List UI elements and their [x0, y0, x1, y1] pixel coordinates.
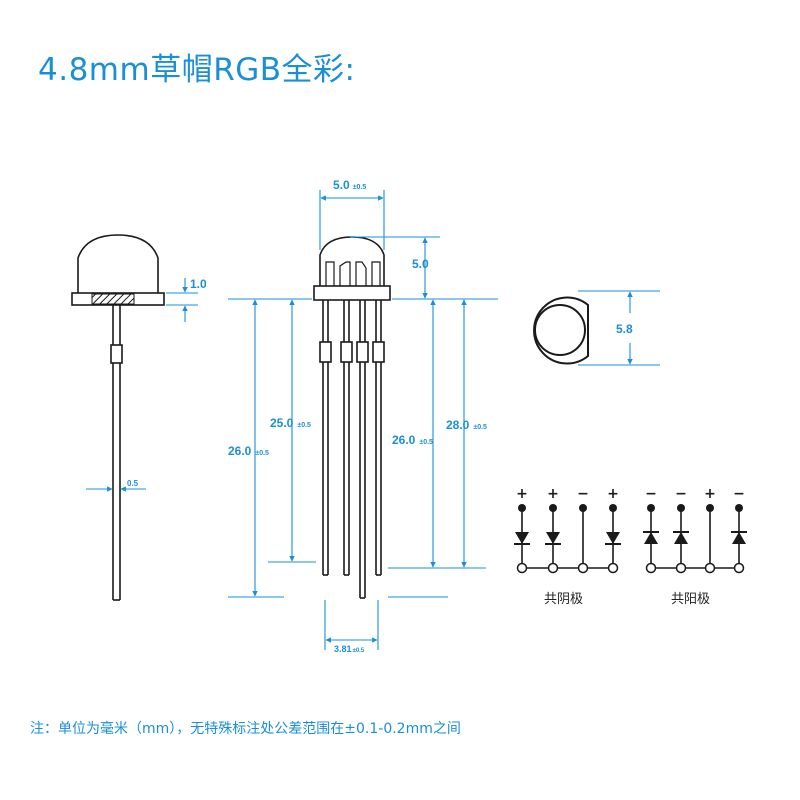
common-cathode-sign-0: + [516, 486, 528, 502]
front-flange [313, 285, 391, 301]
common-cathode-pin-dot-3 [607, 562, 619, 574]
common-cathode-diode-0 [515, 532, 529, 544]
front-dimensions [228, 190, 498, 650]
common-cathode-top-dot-1 [549, 504, 557, 512]
common-cathode-pin-dot-0 [516, 562, 528, 574]
side-view [71, 234, 165, 601]
lead-length-long-label: 28.0±0.5 [446, 418, 487, 432]
side-lead-kink [110, 344, 123, 364]
common-cathode-top-dot-0 [518, 504, 526, 512]
top-dimensions [578, 290, 660, 366]
side-dome [77, 234, 159, 293]
common-cathode-sign-3: + [607, 486, 619, 502]
common-cathode-diode-3 [606, 532, 620, 544]
common-anode-top-dot-0 [647, 504, 655, 512]
common-cathode-diode-1 [546, 532, 560, 544]
common-cathode-top-dot-3 [609, 504, 617, 512]
common-anode-pin-dot-3 [733, 562, 745, 574]
common-anode-pin-dot-1 [675, 562, 687, 574]
common-cathode-sign-2: − [577, 486, 589, 502]
common-anode-sign-1: − [675, 486, 687, 502]
common-anode-top-dot-1 [677, 504, 685, 512]
common-anode-top-dot-3 [735, 504, 743, 512]
common-anode-top-dot-2 [706, 504, 714, 512]
common-cathode-pin-dot-2 [577, 562, 589, 574]
common-cathode-top-dot-2 [579, 504, 587, 512]
body-width-label: 5.0±0.5 [333, 178, 366, 192]
side-flange-hatch [91, 293, 135, 305]
common-anode-sign-0: − [645, 486, 657, 502]
side-dimensions [86, 278, 198, 492]
flange-height-label: 1.0 [190, 277, 207, 291]
common-anode-diode-1 [674, 532, 688, 544]
common-anode-sign-2: + [704, 486, 716, 502]
top-view [533, 296, 589, 365]
lead-length-right-label: 26.0±0.5 [392, 433, 433, 447]
top-inner-circle [534, 304, 586, 356]
page-title: 4.8mm草帽RGB全彩: [38, 52, 356, 88]
common-anode-diode-3 [732, 532, 746, 544]
common-cathode-pin-dot-1 [547, 562, 559, 574]
lead-width-label: 0.5 [127, 479, 139, 488]
pin-spacing-label: 3.81±0.5 [334, 644, 365, 654]
common-cathode-label: 共阴极 [544, 592, 583, 607]
front-view [313, 236, 391, 599]
common-anode-pin-dot-0 [645, 562, 657, 574]
lead-length-left-label: 26.0±0.5 [228, 444, 269, 458]
common-anode-sign-3: − [733, 486, 745, 502]
lead-length-short-label: 25.0±0.5 [270, 416, 311, 430]
common-anode-diode-0 [644, 532, 658, 544]
top-outline [533, 296, 589, 365]
common-anode-label: 共阳极 [671, 592, 710, 607]
dome-height-label: 5.0 [412, 257, 429, 271]
common-cathode-sign-1: + [547, 486, 559, 502]
common-anode-pin-dot-2 [704, 562, 716, 574]
tolerance-note: 注：单位为毫米（mm），无特殊标注处公差范围在±0.1-0.2mm之间 [30, 721, 461, 737]
pin-schematics: + + − + − − + − [514, 486, 747, 574]
top-diameter-label: 5.8 [616, 322, 633, 336]
